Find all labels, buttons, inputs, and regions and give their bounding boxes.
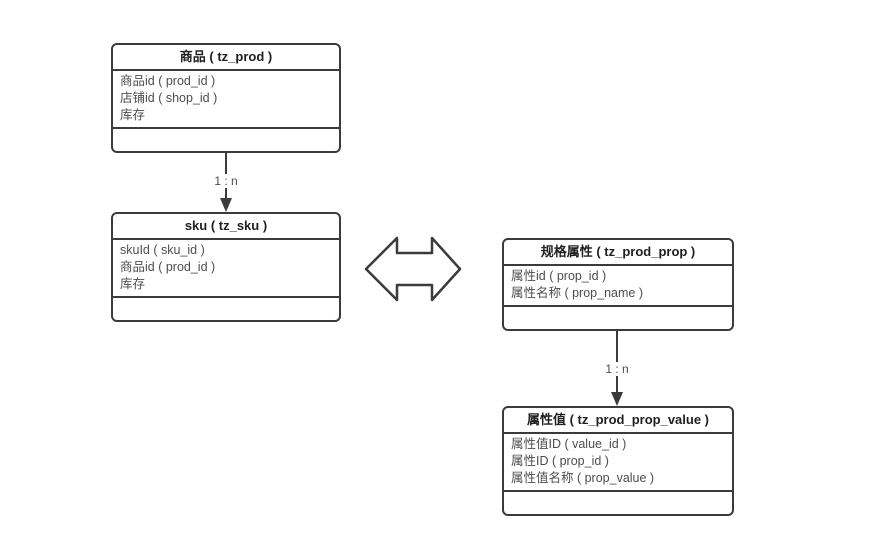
entity-field: 店铺id ( shop_id ) [120,91,218,105]
entity-field: 属性值ID ( value_id ) [511,437,627,451]
entity-empty-section [113,298,339,320]
entity-field: 库存 [120,277,146,291]
edge-cardinality-label: 1 : n [211,174,241,188]
entity-field: skuId ( sku_id ) [120,243,205,257]
entity-empty-section [113,129,339,151]
entity-field: 库存 [120,108,146,122]
entity-empty-section [504,492,732,514]
entity-box-tz-sku: sku ( tz_sku ) skuId ( sku_id ) 商品id ( p… [111,212,341,322]
entity-field: 属性值名称 ( prop_value ) [511,471,655,485]
entity-empty-section [504,307,732,329]
entity-box-tz-prod-prop: 规格属性 ( tz_prod_prop ) 属性id ( prop_id ) 属… [502,238,734,331]
entity-fields: skuId ( sku_id ) 商品id ( prod_id ) 库存 [113,240,339,298]
entity-field: 商品id ( prod_id ) [120,74,216,88]
edge-cardinality-label: 1 : n [602,362,632,376]
entity-title: 商品 ( tz_prod ) [113,45,339,71]
entity-field: 商品id ( prod_id ) [120,260,216,274]
entity-fields: 商品id ( prod_id ) 店铺id ( shop_id ) 库存 [113,71,339,129]
entity-fields: 属性id ( prop_id ) 属性名称 ( prop_name ) [504,266,732,307]
entity-title: 属性值 ( tz_prod_prop_value ) [504,408,732,434]
entity-title: 规格属性 ( tz_prod_prop ) [504,240,732,266]
entity-fields: 属性值ID ( value_id ) 属性ID ( prop_id ) 属性值名… [504,434,732,492]
entity-box-tz-prod-prop-value: 属性值 ( tz_prod_prop_value ) 属性值ID ( value… [502,406,734,516]
arrowhead-down-icon [220,198,232,212]
entity-field: 属性id ( prop_id ) [511,269,607,283]
entity-field: 属性名称 ( prop_name ) [511,286,643,300]
double-arrow-icon [364,236,462,302]
arrowhead-down-icon [611,392,623,406]
entity-field: 属性ID ( prop_id ) [511,454,609,468]
entity-title: sku ( tz_sku ) [113,214,339,240]
entity-box-tz-prod: 商品 ( tz_prod ) 商品id ( prod_id ) 店铺id ( s… [111,43,341,153]
